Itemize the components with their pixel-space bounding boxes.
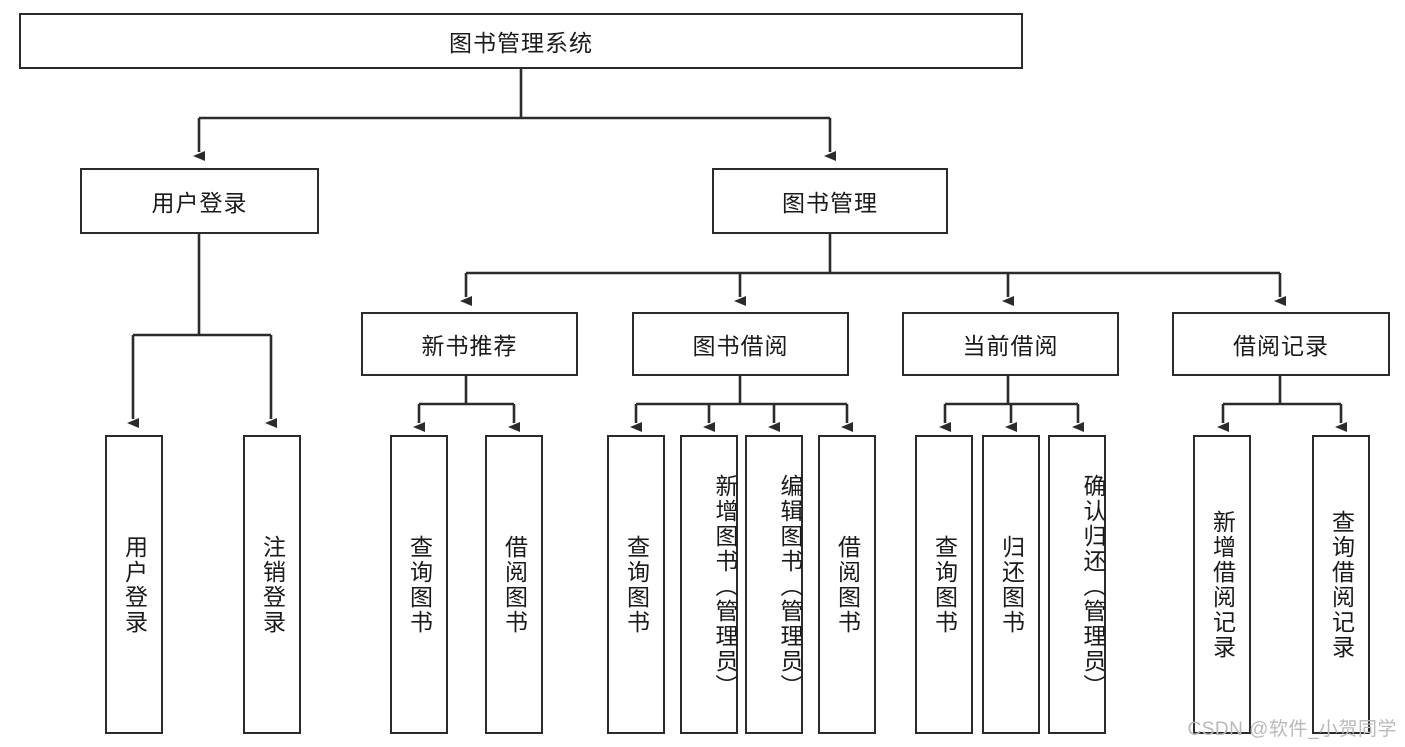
- node-borrow-record[interactable]: 借阅记录: [1172, 312, 1390, 376]
- leaf-book-borrow-query-label: 查询图书: [623, 534, 650, 635]
- leaf-borrow-record-add-label: 新增借阅记录: [1209, 509, 1236, 660]
- node-root-label: 图书管理系统: [449, 30, 593, 56]
- leaf-book-borrow-add-label: 新增图书（管理员）: [712, 474, 738, 699]
- node-user-login[interactable]: 用户登录: [80, 168, 319, 234]
- leaf-book-borrow-edit-label: 编辑图书（管理员）: [777, 474, 803, 699]
- leaf-user-login-login[interactable]: 用户登录: [105, 435, 163, 734]
- leaf-user-login-logout-label: 注销登录: [259, 534, 286, 635]
- node-borrow-record-label: 借阅记录: [1233, 333, 1329, 359]
- leaf-current-borrow-confirm[interactable]: 确认归还（管理员）: [1048, 435, 1106, 734]
- leaf-book-borrow-add[interactable]: 新增图书（管理员）: [680, 435, 738, 734]
- leaf-user-login-login-label: 用户登录: [121, 534, 148, 635]
- leaf-book-borrow-query[interactable]: 查询图书: [607, 435, 665, 734]
- leaf-book-borrow-borrow[interactable]: 借阅图书: [818, 435, 876, 734]
- node-current-borrow-label: 当前借阅: [962, 333, 1059, 359]
- leaf-new-book-borrow[interactable]: 借阅图书: [485, 435, 543, 734]
- leaf-book-borrow-borrow-label: 借阅图书: [834, 534, 861, 635]
- leaf-borrow-record-query-label: 查询借阅记录: [1328, 509, 1355, 660]
- leaf-current-borrow-query-label: 查询图书: [931, 534, 958, 635]
- watermark-text: CSDN @软件_小贺同学: [1187, 719, 1397, 740]
- node-root[interactable]: 图书管理系统: [19, 13, 1023, 69]
- leaf-current-borrow-return[interactable]: 归还图书: [982, 435, 1040, 734]
- node-book-manage[interactable]: 图书管理: [712, 168, 948, 234]
- leaf-current-borrow-query[interactable]: 查询图书: [915, 435, 973, 734]
- leaf-new-book-query-label: 查询图书: [406, 534, 433, 635]
- node-book-borrow-label: 图书借阅: [692, 333, 789, 359]
- leaf-current-borrow-confirm-label: 确认归还（管理员）: [1080, 474, 1106, 699]
- leaf-borrow-record-query[interactable]: 查询借阅记录: [1312, 435, 1370, 734]
- node-user-login-label: 用户登录: [151, 190, 248, 216]
- leaf-new-book-query[interactable]: 查询图书: [390, 435, 448, 734]
- node-current-borrow[interactable]: 当前借阅: [902, 312, 1119, 376]
- leaf-new-book-borrow-label: 借阅图书: [501, 534, 528, 635]
- node-book-borrow[interactable]: 图书借阅: [632, 312, 849, 376]
- leaf-book-borrow-edit[interactable]: 编辑图书（管理员）: [745, 435, 803, 734]
- leaf-user-login-logout[interactable]: 注销登录: [243, 435, 301, 734]
- node-book-manage-label: 图书管理: [782, 190, 878, 216]
- node-new-book-recommend-label: 新书推荐: [421, 333, 518, 359]
- leaf-borrow-record-add[interactable]: 新增借阅记录: [1193, 435, 1251, 734]
- leaf-current-borrow-return-label: 归还图书: [998, 534, 1025, 635]
- node-new-book-recommend[interactable]: 新书推荐: [361, 312, 578, 376]
